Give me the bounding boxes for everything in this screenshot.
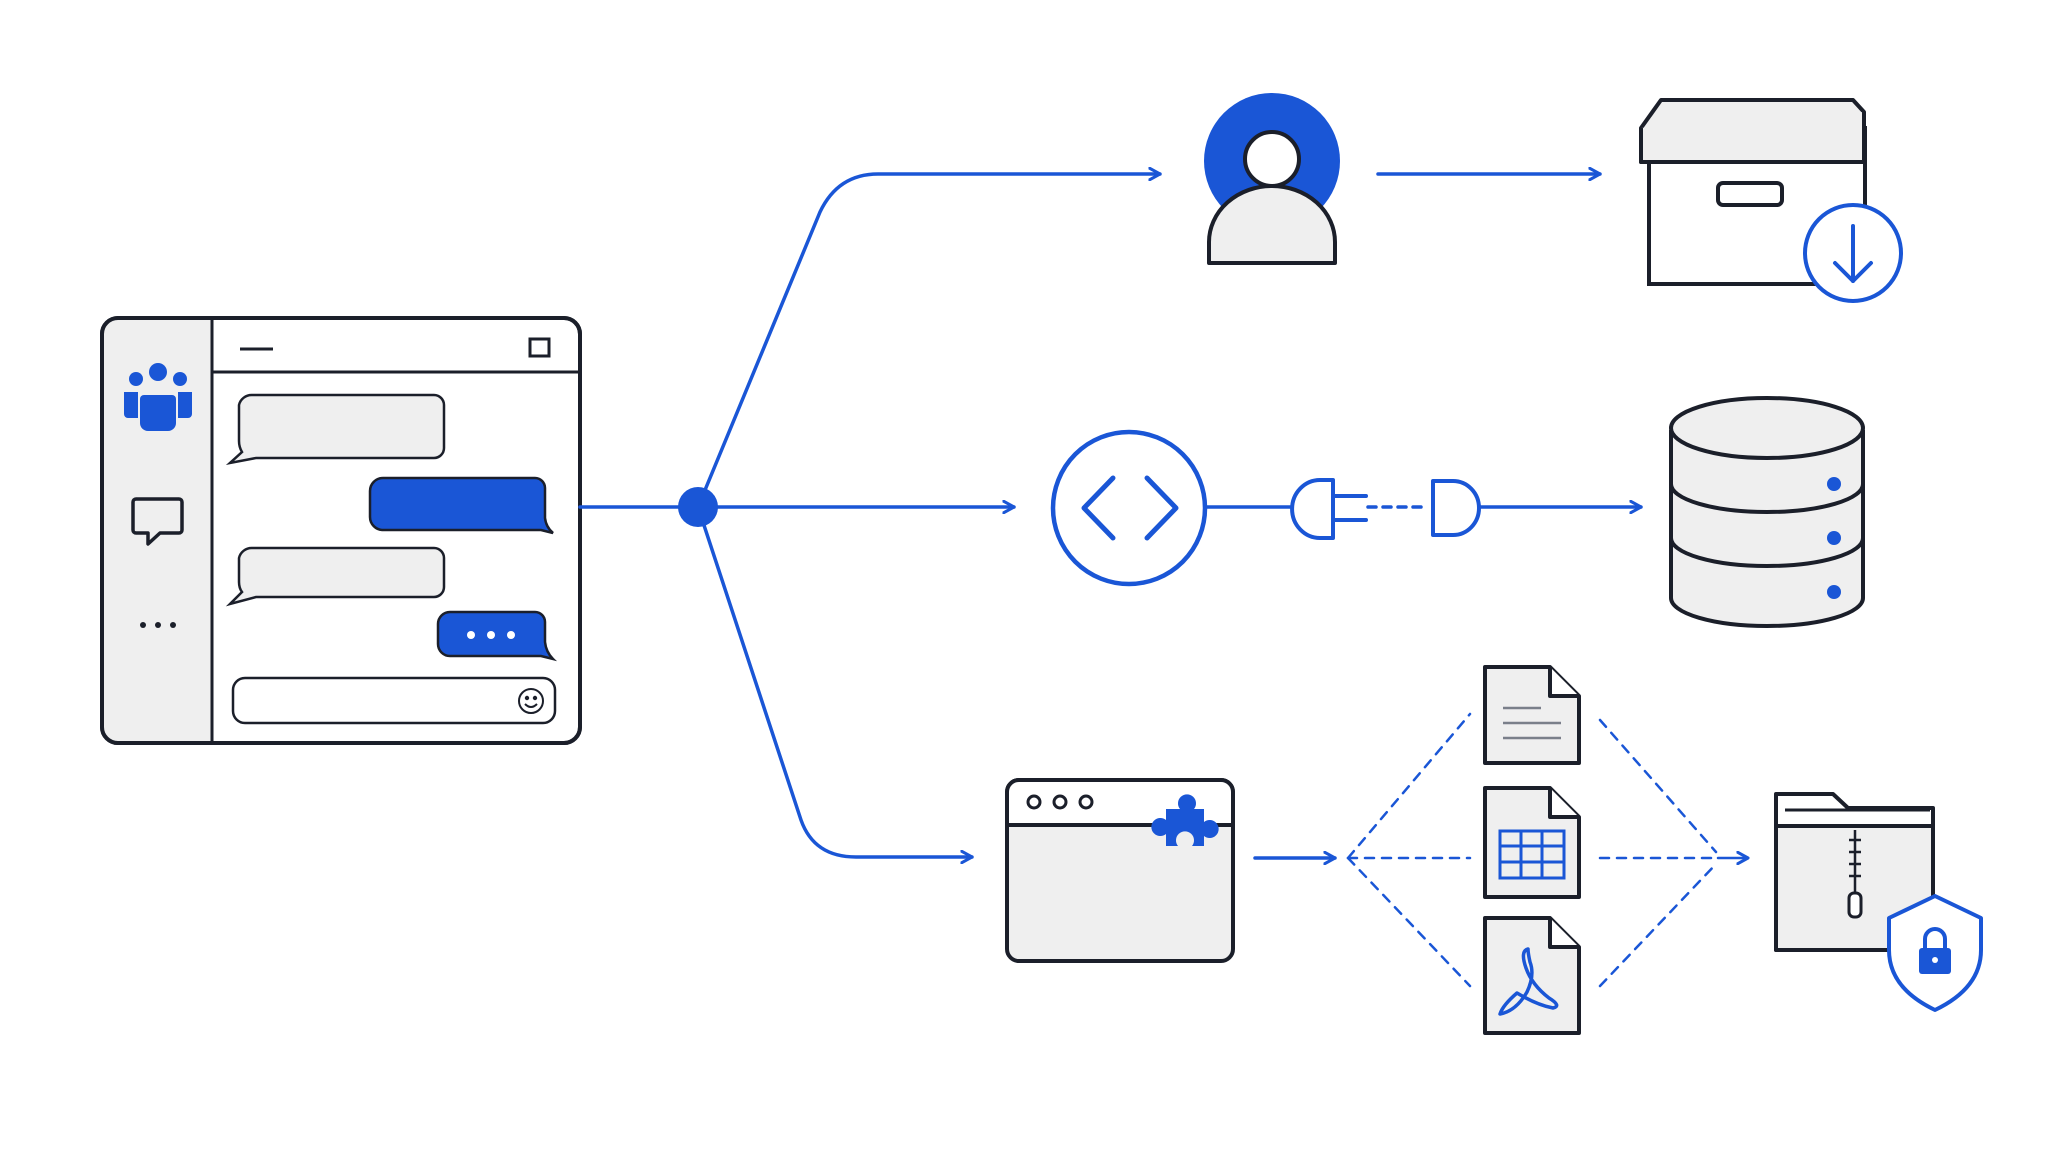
archive-export-icon	[1639, 98, 1903, 303]
maximize-icon[interactable]	[528, 337, 551, 358]
spreadsheet-document-icon	[1483, 786, 1581, 899]
more-icon[interactable]	[140, 622, 176, 628]
message-bubble-incoming	[225, 546, 446, 607]
message-bubble-incoming	[225, 393, 446, 466]
junction-node	[678, 487, 718, 527]
secure-zip-folder-icon	[1774, 792, 1983, 1012]
text-document-icon	[1483, 665, 1581, 765]
message-input[interactable]	[231, 676, 557, 725]
emoji-icon[interactable]	[518, 688, 544, 714]
browser-plugin-icon	[1005, 778, 1235, 963]
plug-icon	[1290, 478, 1368, 540]
socket-icon	[1431, 479, 1481, 537]
dashed-fan-lines	[1346, 712, 1748, 988]
pdf-logo-icon	[1498, 947, 1559, 1016]
typing-indicator-bubble	[436, 610, 558, 662]
chat-app-window	[100, 316, 582, 745]
puzzle-piece-icon	[1151, 794, 1219, 846]
message-bubble-outgoing	[368, 476, 554, 535]
team-icon[interactable]	[124, 363, 192, 431]
chat-icon[interactable]	[131, 497, 184, 546]
code-icon	[1050, 429, 1208, 587]
typing-dots	[467, 631, 515, 639]
user-avatar-icon	[1204, 93, 1340, 265]
database-icon	[1669, 396, 1865, 628]
connectors	[578, 174, 1643, 858]
pdf-document-icon	[1483, 916, 1581, 1035]
